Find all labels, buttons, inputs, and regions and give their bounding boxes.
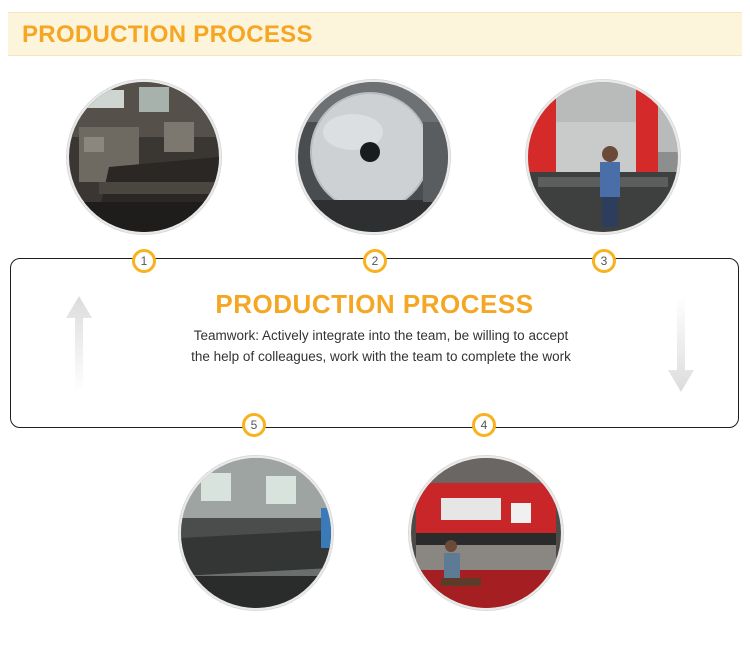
panel-title: PRODUCTION PROCESS — [215, 289, 534, 319]
process-photo-3 — [526, 80, 680, 234]
banner-title: PRODUCTION PROCESS — [22, 21, 313, 48]
step-badge-1: 1 — [132, 249, 156, 273]
header-banner: PRODUCTION PROCESS — [8, 12, 742, 56]
panel-description: Teamwork: Actively integrate into the te… — [191, 328, 571, 364]
process-photo-4 — [409, 456, 563, 610]
process-panel: PRODUCTION PROCESS Teamwork: Actively in… — [10, 258, 739, 428]
process-photo-5 — [179, 456, 333, 610]
step-badge-4: 4 — [472, 413, 496, 437]
process-photo-1 — [67, 80, 221, 234]
step-badge-3: 3 — [592, 249, 616, 273]
step-badge-2: 2 — [363, 249, 387, 273]
arrow-up-icon — [66, 296, 92, 392]
process-photo-2 — [296, 80, 450, 234]
arrow-down-icon — [668, 296, 694, 392]
step-badge-5: 5 — [242, 413, 266, 437]
